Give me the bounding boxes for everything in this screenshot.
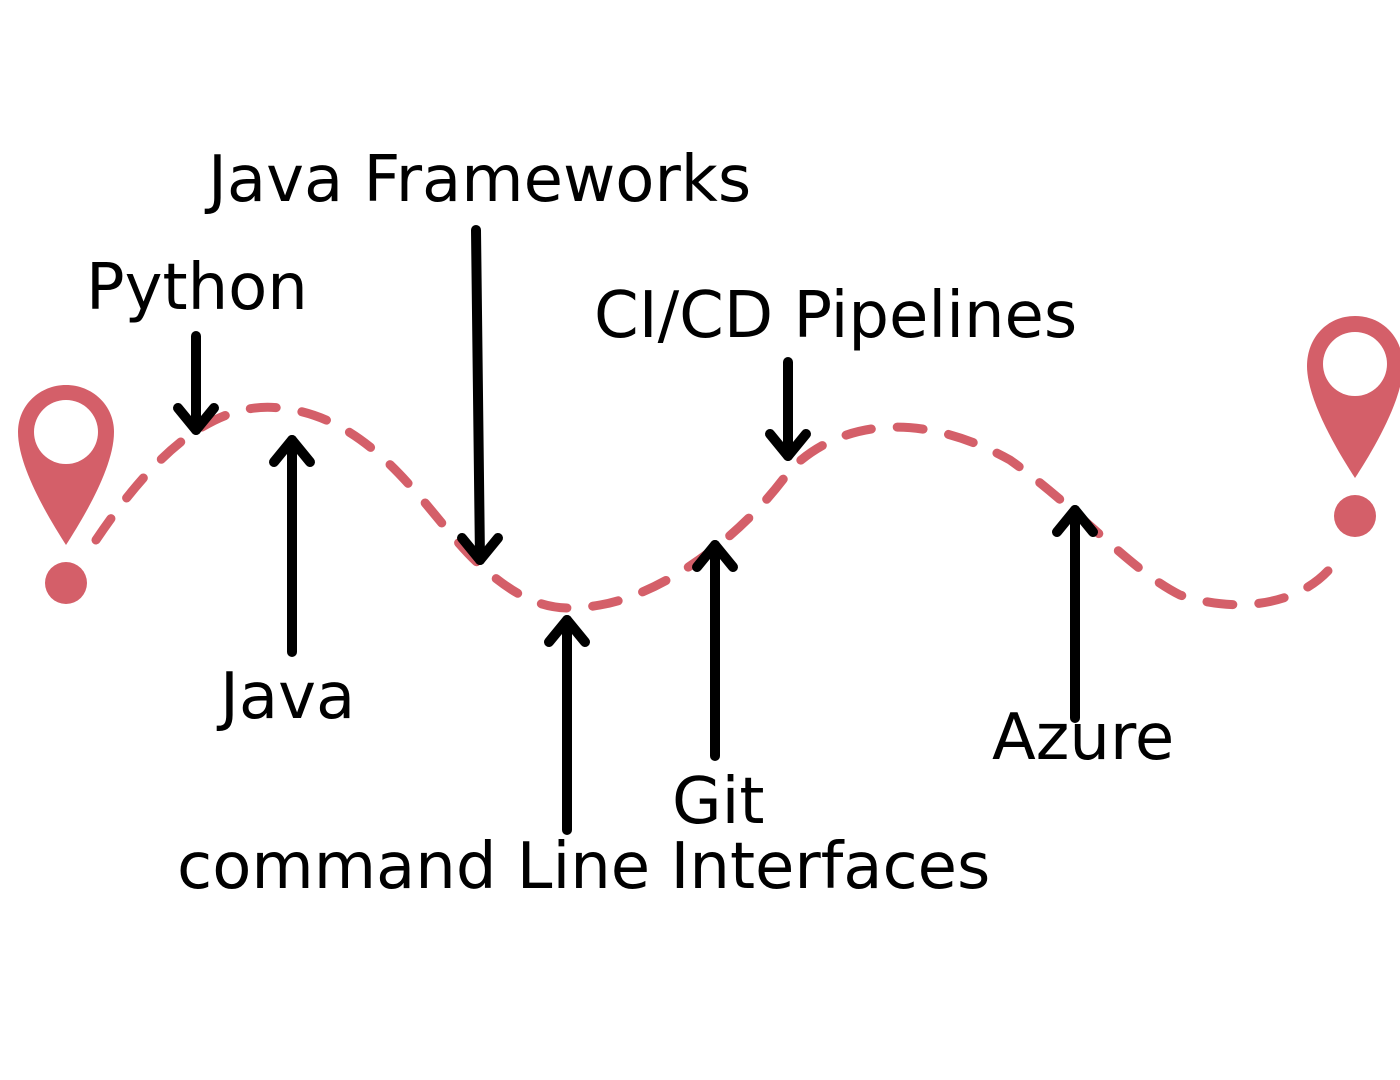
end-pin-hole	[1323, 332, 1387, 396]
end-map-pin-icon	[1307, 316, 1400, 537]
cicd-arrow-icon	[765, 357, 811, 461]
git-arrow-icon	[692, 540, 738, 761]
start-map-pin-icon	[18, 385, 114, 604]
start-pin-hole	[34, 400, 98, 464]
python-label: Python	[86, 251, 308, 325]
cli-arrow-icon	[544, 615, 590, 835]
end-pin-dot	[1334, 495, 1376, 537]
python-arrow-icon	[173, 331, 219, 435]
start-pin-dot	[45, 562, 87, 604]
azure-arrow-icon	[1052, 505, 1098, 723]
azure-label: Azure	[992, 701, 1175, 775]
java-arrow-icon	[269, 435, 315, 657]
git-label: Git	[672, 765, 765, 839]
command-line-interfaces-label: command Line Interfaces	[177, 830, 991, 904]
java-frameworks-arrow-icon	[457, 225, 503, 565]
cicd-pipelines-label: CI/CD Pipelines	[594, 279, 1078, 353]
java-label: Java	[220, 660, 356, 734]
java-frameworks-label: Java Frameworks	[208, 143, 752, 217]
